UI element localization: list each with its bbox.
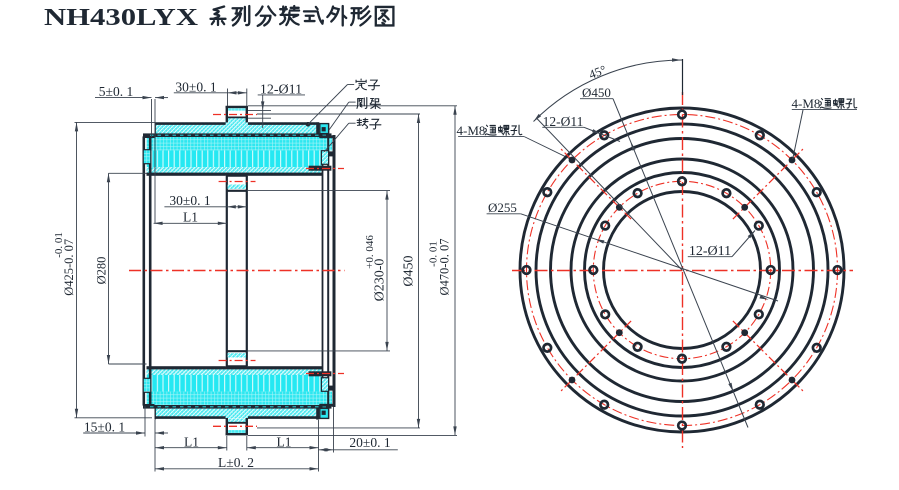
svg-text:-0. 01: -0. 01 — [428, 241, 440, 267]
svg-text:Ø450: Ø450 — [402, 255, 417, 286]
svg-text:5±0. 1: 5±0. 1 — [99, 84, 133, 99]
svg-text:Ø450: Ø450 — [582, 85, 611, 100]
svg-text:20±0. 1: 20±0. 1 — [349, 435, 390, 450]
svg-text:Ø255: Ø255 — [488, 200, 517, 215]
svg-text:L±0. 2: L±0. 2 — [218, 455, 254, 470]
svg-text:L1: L1 — [183, 210, 198, 225]
svg-text:Ø470-0. 07: Ø470-0. 07 — [438, 239, 452, 296]
svg-text:L1: L1 — [184, 435, 199, 450]
svg-text:15±0. 1: 15±0. 1 — [84, 419, 125, 434]
svg-text:12-Ø11: 12-Ø11 — [689, 244, 731, 259]
svg-text:Ø425-0. 07: Ø425-0. 07 — [62, 239, 76, 296]
svg-text:+0. 046: +0. 046 — [364, 235, 376, 269]
svg-text:30±0. 1: 30±0. 1 — [175, 79, 216, 94]
svg-text:Ø280: Ø280 — [95, 257, 109, 285]
svg-text:12-Ø11: 12-Ø11 — [260, 82, 302, 97]
svg-text:30±0. 1: 30±0. 1 — [169, 193, 210, 208]
svg-text:4-M8: 4-M8 — [457, 123, 486, 138]
svg-text:4-M8: 4-M8 — [792, 96, 821, 111]
svg-text:12-Ø11: 12-Ø11 — [543, 114, 584, 129]
svg-text:-0. 01: -0. 01 — [53, 232, 65, 258]
svg-text:Ø230-0: Ø230-0 — [373, 259, 388, 302]
svg-text:45°: 45° — [587, 63, 608, 82]
svg-text:NH430LYX: NH430LYX — [44, 4, 198, 31]
svg-text:L1: L1 — [277, 435, 292, 450]
